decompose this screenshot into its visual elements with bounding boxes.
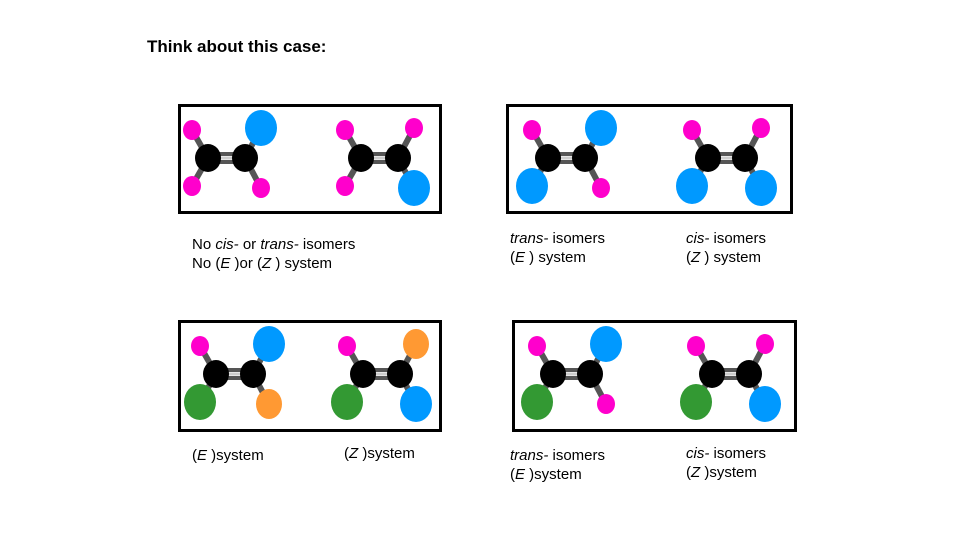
carbon-atom [695,144,721,172]
blue-atom [516,168,548,204]
carbon-atom [736,360,762,388]
carbon-atom [535,144,561,172]
carbon-atom [732,144,758,172]
blue-atom [749,386,781,422]
carbon-atom [699,360,725,388]
magenta-atom [683,120,701,140]
magenta-atom [528,336,546,356]
blue-atom [585,110,617,146]
carbon-atom [350,360,376,388]
carbon-atom [348,144,374,172]
molecule-3 [516,110,617,204]
magenta-atom [336,120,354,140]
magenta-atom [252,178,270,198]
blue-atom [400,386,432,422]
caption-line: (E )system [192,447,264,464]
caption-line: (Z )system [344,445,415,462]
molecule-8 [680,334,781,422]
green-atom [331,384,363,420]
caption-no-isomers: No cis- or trans- isomers No (E )or (Z )… [192,235,355,273]
blue-atom [245,110,277,146]
magenta-atom [336,176,354,196]
caption-line: (Z ) system [686,249,762,266]
orange-atom [403,329,429,359]
caption-line: No (E )or (Z ) system [192,255,333,272]
magenta-atom [523,120,541,140]
magenta-atom [592,178,610,198]
caption-line: (E )system [510,466,582,483]
carbon-atom [240,360,266,388]
carbon-atom [203,360,229,388]
blue-atom [398,170,430,206]
carbon-atom [572,144,598,172]
magenta-atom [405,118,423,138]
caption-e-system: (E )system [192,446,264,465]
blue-atom [590,326,622,362]
caption-trans-e-system: trans- isomers (E ) system [510,229,605,267]
magenta-atom [183,120,201,140]
green-atom [680,384,712,420]
caption-z-system: (Z )system [344,444,415,463]
magenta-atom [597,394,615,414]
caption-line: trans- isomers [510,447,606,464]
green-atom [521,384,553,420]
caption-line: No cis- or trans- isomers [192,236,356,253]
page-title: Think about this case: [147,37,327,56]
caption-line: (Z )system [686,464,757,481]
magenta-atom [338,336,356,356]
caption-line: (E ) system [510,249,586,266]
caption-line: cis- isomers [686,445,767,462]
caption-line: cis- isomers [686,230,767,247]
magenta-atom [756,334,774,354]
caption-cis-z-system-2: cis- isomers (Z )system [686,444,766,482]
carbon-atom [540,360,566,388]
molecule-5 [184,326,285,420]
molecule-6 [331,329,432,422]
carbon-atom [385,144,411,172]
molecule-1 [183,110,277,198]
carbon-atom [232,144,258,172]
magenta-atom [183,176,201,196]
blue-atom [253,326,285,362]
molecule-4 [676,118,777,206]
molecule-2 [336,118,430,206]
orange-atom [256,389,282,419]
carbon-atom [577,360,603,388]
molecule-7 [521,326,622,420]
caption-trans-e-system-2: trans- isomers (E )system [510,446,605,484]
magenta-atom [752,118,770,138]
magenta-atom [191,336,209,356]
carbon-atom [195,144,221,172]
caption-line: trans- isomers [510,230,606,247]
magenta-atom [687,336,705,356]
green-atom [184,384,216,420]
caption-cis-z-system: cis- isomers (Z ) system [686,229,766,267]
blue-atom [745,170,777,206]
carbon-atom [387,360,413,388]
blue-atom [676,168,708,204]
